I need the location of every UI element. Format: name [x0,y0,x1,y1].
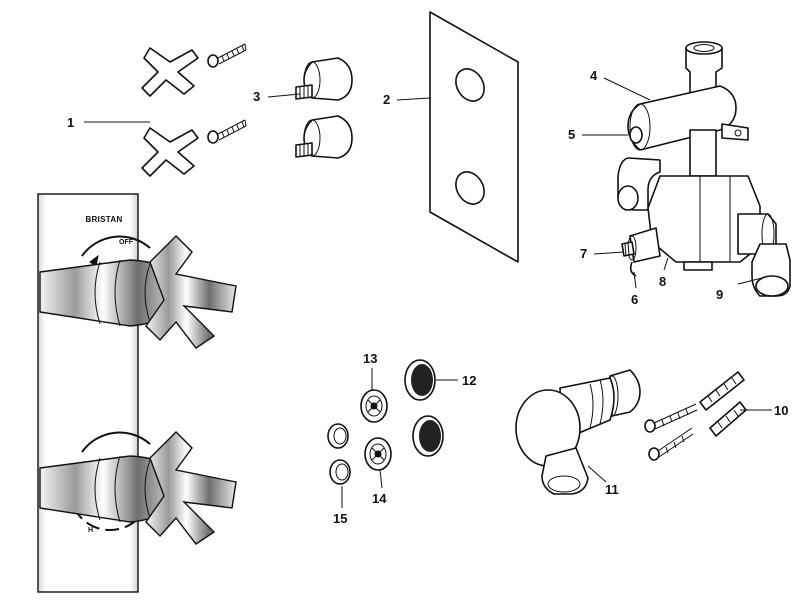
leader-lines [84,77,772,508]
callout-13: 13 [363,351,377,366]
callout-2: 2 [383,92,390,107]
callout-5: 5 [568,127,575,142]
callout-3: 3 [253,89,260,104]
callout-6: 6 [631,292,638,307]
lower-control-handle: H [39,431,237,545]
callout-labels: 1 2 3 4 5 6 7 8 9 10 11 12 13 14 15 [67,68,788,526]
plate-hot-marking: H [88,527,93,534]
adaptor-part [295,57,353,159]
seals-and-filters-part [327,359,444,485]
callout-15: 15 [333,511,347,526]
wall-outlet-part [515,369,641,495]
callout-9: 9 [716,287,723,302]
upper-control-handle: OFF ON [39,235,237,349]
callout-11: 11 [605,482,619,497]
screws-and-plugs-part [644,371,747,461]
callout-7: 7 [580,246,587,261]
callout-10: 10 [774,403,788,418]
callout-14: 14 [372,491,387,506]
callout-4: 4 [590,68,598,83]
plate-brand-text: BRISTAN [85,215,122,224]
cross-handle-part [141,43,247,177]
backing-plate-part [429,11,519,263]
callout-8: 8 [659,274,666,289]
callout-12: 12 [462,373,476,388]
callout-1: 1 [67,115,74,130]
faceplate-assembly: BRISTAN OFF ON H [37,193,237,593]
plate-off-marking: OFF [119,239,134,246]
valve-body-part [617,41,791,297]
